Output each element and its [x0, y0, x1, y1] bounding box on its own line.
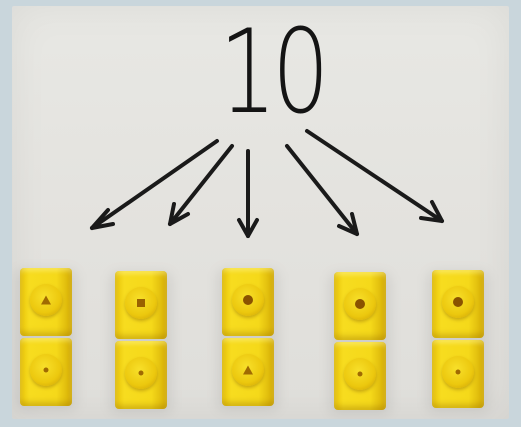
triangle-mark	[41, 295, 51, 305]
arrow-2-head	[168, 202, 190, 226]
cube	[222, 338, 274, 406]
cube	[432, 340, 484, 408]
cube-stud	[344, 358, 376, 390]
cube-stud	[344, 288, 376, 320]
cube-stud	[232, 284, 264, 316]
arrow-5-head	[419, 200, 444, 223]
cube-stud	[125, 287, 157, 319]
cube-stud	[125, 357, 157, 389]
circle-mark	[453, 297, 463, 307]
arrow-3-head	[237, 218, 259, 238]
cube	[334, 342, 386, 410]
cube	[20, 338, 72, 406]
arrows	[90, 129, 444, 238]
cube	[334, 272, 386, 340]
cube	[432, 270, 484, 338]
cube	[222, 268, 274, 336]
circle-mark	[243, 295, 253, 305]
cube	[115, 341, 167, 409]
cube-stack-1	[16, 268, 76, 410]
arrow-4-head	[337, 212, 359, 236]
circle-mark	[355, 299, 365, 309]
dot-mark	[43, 367, 49, 373]
dot-mark	[138, 370, 144, 376]
cube-stack-5	[428, 270, 488, 412]
cube-stud	[442, 286, 474, 318]
triangle-mark	[243, 365, 253, 375]
arrow-4	[285, 144, 359, 236]
dot-mark	[357, 371, 363, 377]
cube-stack-3	[218, 268, 278, 410]
dot-mark	[455, 369, 461, 375]
cube-stud	[30, 354, 62, 386]
handwritten-number: 10	[219, 6, 329, 140]
cube	[20, 268, 72, 336]
photo: 10	[12, 6, 509, 419]
cube	[115, 271, 167, 339]
arrow-2	[168, 144, 234, 226]
cube-stud	[232, 354, 264, 386]
cube-stud	[30, 284, 62, 316]
cube-stack-2	[111, 271, 171, 413]
arrow-5	[305, 129, 444, 223]
arrow-1-head	[90, 208, 115, 230]
square-mark	[137, 299, 145, 307]
arrow-1	[90, 139, 219, 230]
cube-stack-4	[330, 272, 390, 414]
cube-stud	[442, 356, 474, 388]
